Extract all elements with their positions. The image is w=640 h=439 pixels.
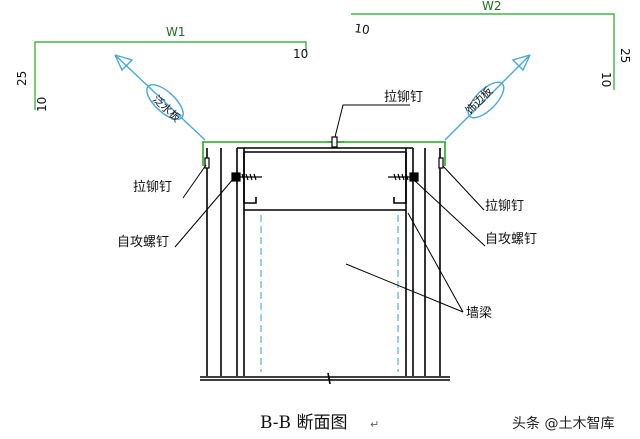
fasteners: [204, 136, 444, 182]
left-rivet-icon: [204, 157, 210, 169]
right-top-overhang-label: 10: [354, 21, 371, 37]
caption-return-mark: ↵: [370, 418, 379, 431]
right-screw-leader: [413, 179, 486, 247]
right-height-label: 25: [618, 48, 632, 63]
right-name-ellipse: [467, 81, 505, 119]
break-mark: [327, 372, 331, 385]
w1-label: W1: [166, 25, 186, 39]
watermark-text: 头条 @土木智库: [512, 415, 614, 432]
w2-label: W2: [482, 0, 502, 13]
left-screw-label: 自攻螺钉: [117, 235, 169, 250]
wall-beam-label: 墙梁: [466, 306, 492, 321]
wall-structure: [200, 147, 450, 385]
left-bottom-hem-label: 10: [35, 97, 49, 112]
leader-lines: [174, 104, 486, 313]
flashing-profile: [202, 141, 446, 166]
left-rivet-label: 拉铆钉: [133, 180, 172, 195]
right-rivet-label: 拉铆钉: [485, 199, 524, 214]
w1-dimension-line: [34, 41, 307, 110]
left-height-label: 25: [15, 71, 29, 86]
left-arrow-head: [114, 54, 134, 72]
left-top-overhang-label: 10: [293, 47, 308, 61]
right-screw-label: 自攻螺钉: [485, 232, 537, 247]
right-rivet-leader: [442, 165, 485, 211]
right-bottom-hem-label: 10: [599, 72, 613, 87]
right-arrow-shaft: [444, 54, 531, 141]
left-flashing-line: [202, 141, 337, 166]
wall-beam-leader-2: [407, 212, 464, 313]
right-flashing-line: [337, 141, 446, 166]
right-flashing-arrow: [444, 54, 531, 141]
left-rivet-leader: [182, 164, 207, 199]
right-screw-icon: [388, 172, 419, 182]
dimension-lines: [34, 13, 615, 110]
section-caption: B-B 断面图: [260, 413, 347, 433]
left-flashing-name: 泛水板: [150, 92, 184, 125]
w2-dimension-line: [351, 13, 615, 90]
right-flashing-name: 饰边板: [462, 84, 495, 117]
right-arrow-head: [511, 54, 531, 72]
center-lines: [260, 215, 399, 372]
left-screw-icon: [231, 172, 262, 182]
left-flashing-arrow: [114, 54, 206, 141]
left-arrow-shaft: [114, 54, 206, 141]
left-screw-leader: [174, 177, 235, 248]
top-rivet-label: 拉铆钉: [384, 90, 423, 105]
top-rivet-leader: [334, 104, 410, 138]
left-name-ellipse: [146, 83, 184, 121]
wall-beam-leader-1: [345, 263, 464, 313]
top-rivet-icon: [331, 136, 338, 148]
right-rivet-icon: [438, 157, 444, 169]
